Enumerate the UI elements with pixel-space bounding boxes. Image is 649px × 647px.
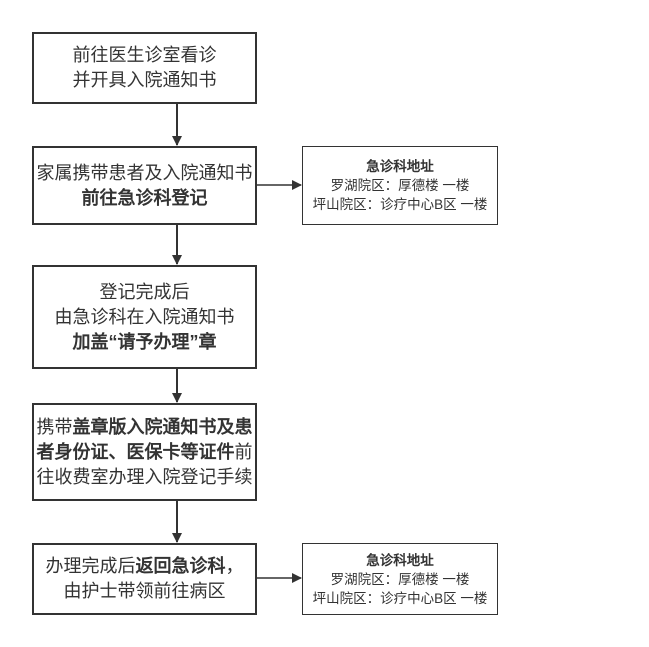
- step-5-bold-text: 返回急诊科: [135, 556, 226, 576]
- step-3-line-2: 由急诊科在入院通知书: [54, 306, 235, 327]
- step-4-box: 携带盖章版入院通知书及患 者身份证、医保卡等证件前 往收费室办理入院登记手续: [32, 403, 257, 501]
- step-4-bold-text: 者身份证、医保卡等证件: [36, 441, 235, 462]
- note-2-box: 急诊科地址 罗湖院区：厚德楼 一楼 坪山院区：诊疗中心B区 一楼: [302, 543, 498, 615]
- step-1-line-2: 并开具入院通知书: [72, 70, 217, 90]
- step-5-line-2: 由护士带领前往病区: [63, 581, 226, 601]
- step-3-line-1: 登记完成后: [99, 281, 190, 302]
- step-2-line-2: 前往急诊科登记: [81, 187, 208, 208]
- note-2-line-2: 坪山院区：诊疗中心B区 一楼: [312, 590, 488, 606]
- step-4-line-2: 者身份证、医保卡等证件前: [37, 440, 253, 465]
- step-1-line-1: 前往医生诊室看诊: [72, 45, 217, 65]
- step-3-line-3: 加盖“请予办理”章: [72, 331, 217, 352]
- step-5-line-1: 办理完成后返回急诊科，: [46, 554, 244, 579]
- step-5-punct: ，: [225, 556, 244, 576]
- step-4-line-3: 往收费室办理入院登记手续: [36, 466, 253, 487]
- note-2-title: 急诊科地址: [366, 552, 434, 568]
- step-1-box: 前往医生诊室看诊 并开具入院通知书: [32, 32, 257, 104]
- note-1-title: 急诊科地址: [366, 159, 434, 174]
- step-4-line-1: 携带盖章版入院通知书及患: [37, 415, 253, 440]
- step-4-text: 携带: [36, 416, 73, 437]
- step-4-text: 前: [234, 441, 253, 462]
- step-2-box: 家属携带患者及入院通知书 前往急诊科登记: [32, 146, 257, 225]
- step-5-box: 办理完成后返回急诊科， 由护士带领前往病区: [32, 543, 257, 615]
- step-2-line-1: 家属携带患者及入院通知书: [36, 162, 253, 183]
- step-3-box: 登记完成后 由急诊科在入院通知书 加盖“请予办理”章: [32, 265, 257, 369]
- step-5-text: 办理完成后: [45, 556, 136, 576]
- note-1-box: 急诊科地址 罗湖院区：厚德楼 一楼 坪山院区：诊疗中心B区 一楼: [302, 146, 498, 225]
- step-4-bold-text: 盖章版入院通知书及患: [72, 416, 253, 437]
- note-1-line-2: 坪山院区：诊疗中心B区 一楼: [312, 197, 488, 212]
- note-1-line-1: 罗湖院区：厚德楼 一楼: [330, 178, 470, 193]
- note-2-line-1: 罗湖院区：厚德楼 一楼: [330, 571, 470, 587]
